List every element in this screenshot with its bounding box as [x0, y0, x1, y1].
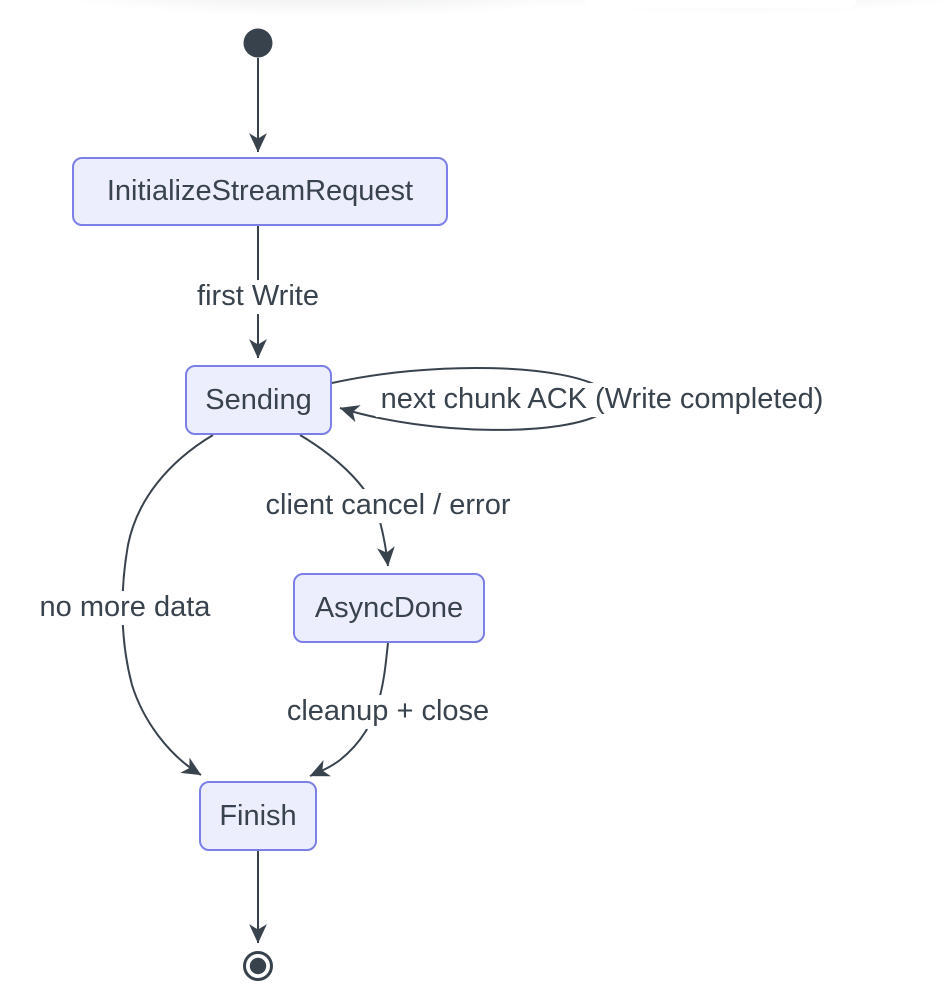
- state-node-finish: Finish: [199, 781, 317, 851]
- state-label: Finish: [219, 799, 297, 832]
- top-toolbar-edge: [584, 0, 857, 8]
- transition-label-no-more-data: no more data: [34, 591, 216, 625]
- transition-label-first-write: first Write: [192, 280, 324, 314]
- transition-label-client-cancel-error: client cancel / error: [260, 489, 516, 523]
- transition-label-cleanup-close: cleanup + close: [281, 695, 495, 729]
- transition-label-next-chunk-ack: next chunk ACK (Write completed): [375, 383, 829, 417]
- state-node-asyncdone: AsyncDone: [293, 573, 485, 643]
- initial-state-dot: [243, 28, 273, 58]
- final-state-inner-dot: [249, 957, 267, 975]
- state-node-initialize-stream-request: InitializeStreamRequest: [72, 157, 448, 226]
- state-node-sending: Sending: [185, 365, 332, 435]
- state-label: InitializeStreamRequest: [106, 175, 414, 207]
- edge-asyncdone-to-finish: [309, 642, 389, 777]
- state-label: AsyncDone: [314, 591, 464, 624]
- state-label: Sending: [205, 383, 312, 416]
